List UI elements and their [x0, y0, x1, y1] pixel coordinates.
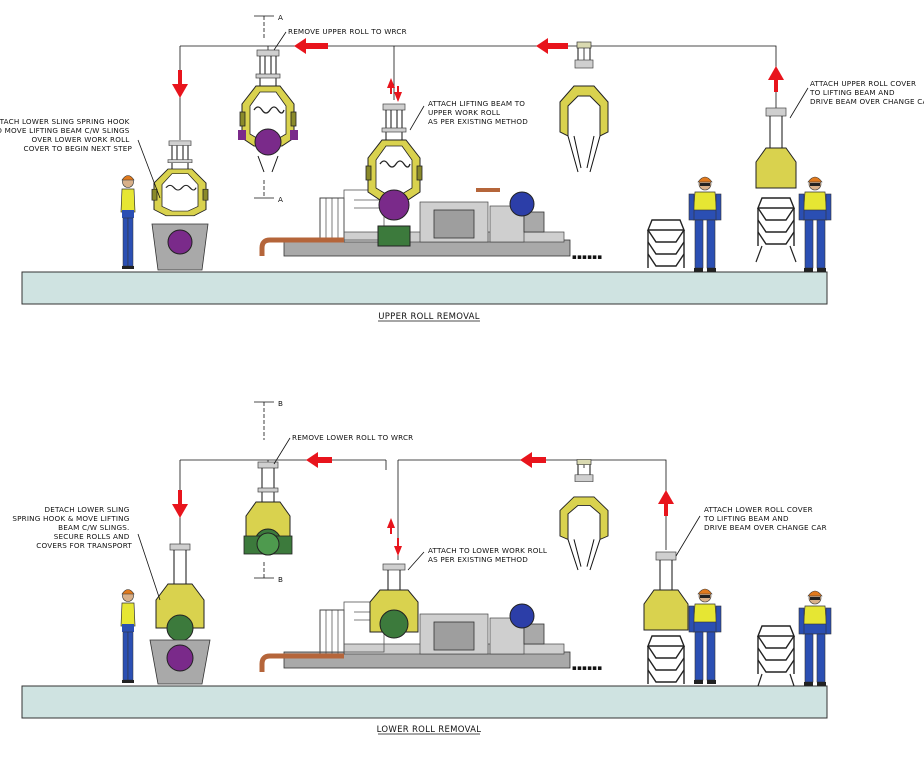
panel-title-upper: UPPER ROLL REMOVAL	[378, 312, 480, 322]
arrow-down-icon	[172, 490, 188, 518]
section-label-b-bottom: B	[278, 575, 283, 584]
lifting-beam-icon	[149, 543, 211, 685]
arrow-left-icon	[520, 452, 546, 468]
worker-icon	[798, 176, 832, 273]
callout-detach-lower-sling: DETACH LOWER SLING SPRING HOOK AND MOVE …	[0, 117, 132, 153]
lifting-beam-icon	[643, 551, 689, 685]
arrow-down-icon	[394, 86, 402, 102]
svg-text:▪▪▪▪▪▪: ▪▪▪▪▪▪	[572, 663, 602, 672]
lifting-beam-icon	[243, 461, 293, 556]
callout-attach-lower-cover: ATTACH LOWER ROLL COVER TO LIFTING BEAM …	[703, 505, 827, 532]
callout-attach-lower-work-roll: ATTACH TO LOWER WORK ROLL AS PER EXISTIN…	[428, 546, 550, 564]
floor-lower	[21, 685, 828, 719]
upper-panel: A A	[0, 13, 924, 322]
svg-text:▪▪▪▪▪▪: ▪▪▪▪▪▪	[572, 252, 602, 261]
arrow-up-icon	[387, 78, 395, 94]
section-label-a-top: A	[278, 13, 283, 22]
arrow-left-icon	[294, 38, 328, 54]
lower-panel: B B ▪▪▪▪▪▪	[12, 399, 832, 735]
roll-cover-icon	[647, 219, 685, 269]
roll-cover-icon	[559, 459, 609, 571]
arrow-left-icon	[306, 452, 332, 468]
worker-icon	[688, 588, 722, 685]
lifting-beam-icon	[238, 49, 298, 173]
worker-icon	[120, 175, 136, 270]
panel-title-lower: LOWER ROLL REMOVAL	[377, 725, 482, 735]
lifting-beam-icon	[365, 103, 423, 247]
worker-icon	[120, 589, 136, 684]
callout-detach-lower-sling-b: DETACH LOWER SLING SPRING HOOK & MOVE LI…	[12, 505, 132, 550]
callout-attach-upper-cover: ATTACH UPPER ROLL COVER TO LIFTING BEAM …	[809, 79, 924, 106]
section-label-b-top: B	[278, 399, 283, 408]
lifting-beam-icon	[755, 107, 797, 263]
arrow-down-icon	[394, 538, 402, 556]
hose	[259, 653, 344, 672]
callout-attach-lifting-beam: ATTACH LIFTING BEAM TO UPPER WORK ROLL A…	[428, 99, 528, 126]
section-label-a-bottom: A	[278, 195, 283, 204]
lifting-beam-icon	[151, 140, 209, 271]
worker-icon	[688, 176, 722, 273]
roll-cover-icon	[757, 625, 795, 687]
worker-icon	[798, 590, 832, 687]
callout-remove-lower-roll: REMOVE LOWER ROLL TO WRCR	[292, 433, 413, 442]
callout-remove-upper-roll: REMOVE UPPER ROLL TO WRCR	[288, 27, 407, 36]
arrow-up-icon	[387, 518, 395, 534]
arrow-down-icon	[172, 70, 188, 98]
arrow-up-icon	[768, 66, 784, 92]
motor-icon	[509, 603, 535, 629]
motor-icon	[509, 191, 535, 217]
arrow-up-icon	[658, 490, 674, 516]
roll-cover-icon	[559, 41, 609, 173]
arrow-left-icon	[536, 38, 568, 54]
floor-upper	[21, 271, 828, 305]
hose	[259, 237, 344, 256]
lifting-beam-icon	[369, 563, 419, 639]
